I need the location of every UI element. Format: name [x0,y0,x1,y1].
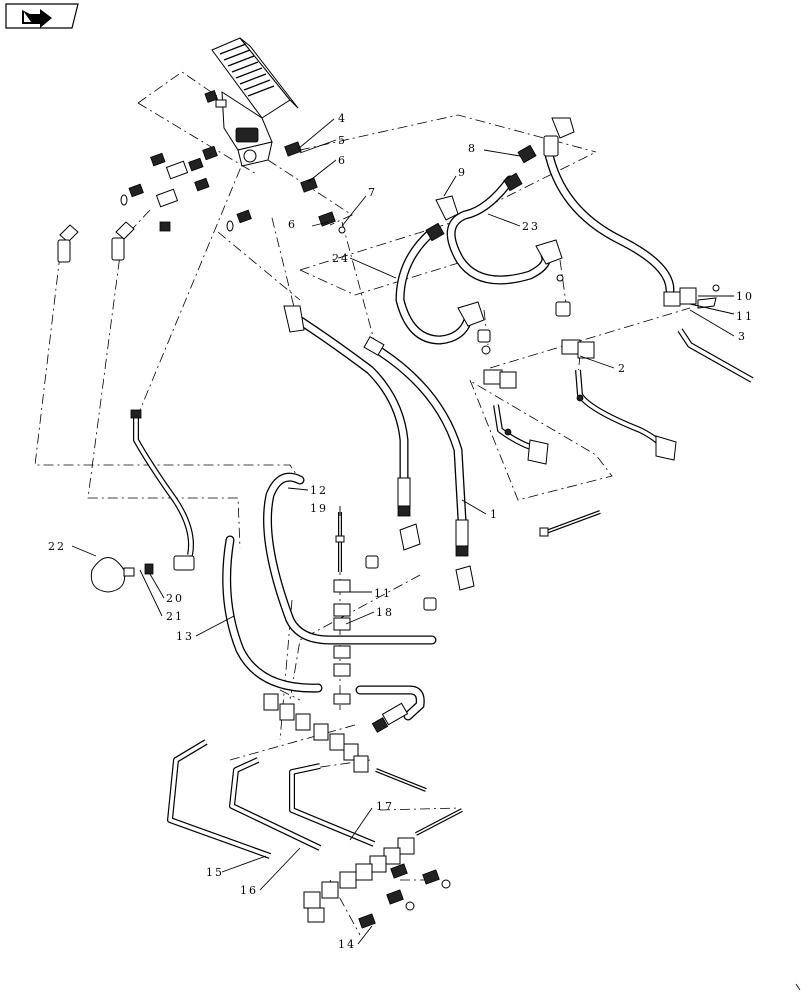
callout-11b: 11 [374,587,392,600]
callout-6a: 6 [338,154,347,167]
long-hoses-center [283,305,475,591]
callout-23: 23 [522,220,540,233]
callout-8: 8 [468,142,477,155]
callout-1: 1 [490,508,499,521]
callout-5: 5 [338,134,347,147]
callout-labels: 1 2 3 4 5 6 6 7 8 9 10 11 11 12 13 14 15… [48,112,754,951]
callout-13: 13 [176,630,194,643]
valve-assembly [211,37,299,167]
callout-15: 15 [206,866,224,879]
callout-3: 3 [738,330,747,343]
bolt-right [539,510,601,537]
callout-16: 16 [240,884,258,897]
hose-lower-center [355,685,425,733]
gauge-line [130,409,195,575]
callout-20: 20 [166,592,184,605]
clamp-parts-right [477,274,754,389]
center-lines [34,71,691,936]
clamp-cluster-lower [303,837,451,929]
callout-4: 4 [338,112,347,125]
clamp-stack-center [333,512,437,705]
hoses-upper-right [395,117,675,345]
callout-6b: 6 [288,218,297,231]
callout-10: 10 [736,290,754,303]
hose-13 [222,535,323,693]
clamp-row-diagonal [263,693,463,836]
callout-21: 21 [166,610,184,623]
callout-22: 22 [48,540,66,553]
hose-12 [263,472,437,645]
callout-12: 12 [310,484,328,497]
callout-2: 2 [618,362,627,375]
next-page-button[interactable] [5,3,79,29]
leader-lines [71,118,735,945]
callout-18: 18 [376,606,394,619]
callout-19: 19 [310,502,328,515]
accumulator [90,557,135,593]
valve-fittings [120,90,346,234]
next-page-arrow-icon [22,9,52,28]
callout-11a: 11 [736,310,754,323]
elbow-fittings-left [57,221,135,263]
callout-7: 7 [368,186,377,199]
callout-14: 14 [338,938,356,951]
tubes-lower-right [493,369,677,465]
callout-17: 17 [376,800,394,813]
tubes-15-16-17 [167,739,376,859]
callout-9: 9 [458,166,467,179]
corner-mark [795,983,801,991]
callout-24: 24 [332,252,350,265]
